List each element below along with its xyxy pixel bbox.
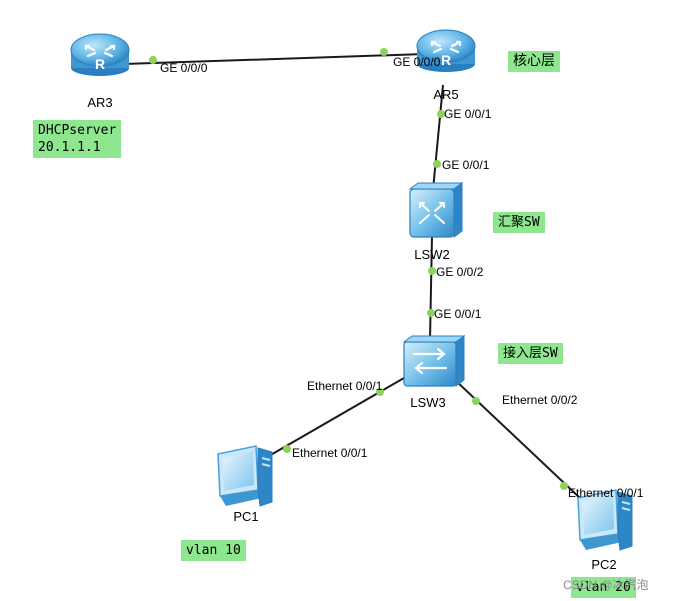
port-label-lsw3-ge001: GE 0/0/1 [434,307,482,321]
port-dot [428,267,436,275]
port-label-ar5-ge000: GE 0/0/0 [393,55,441,69]
port-dot [433,160,441,168]
port-label-ar5-ge001: GE 0/0/1 [444,107,492,121]
pc1-vlan-note: vlan 10 [181,540,246,561]
switch-lsw2[interactable] [408,182,464,238]
router-icon [69,32,131,78]
port-label-lsw2-ge002: GE 0/0/2 [436,265,484,279]
port-label-lsw2-ge001: GE 0/0/1 [442,158,490,172]
link-ar3-ar5 [124,53,426,65]
port-dot [376,388,384,396]
port-dot [283,445,291,453]
port-dot [149,56,157,64]
pc-icon [217,445,273,507]
port-label-pc1-eth001: Ethernet 0/0/1 [292,446,368,460]
dhcp-server-note-line: 20.1.1.1 [38,140,101,155]
pc2-vlan-note: vlan 20 [571,577,636,598]
aggregation-sw-note: 汇聚SW [493,212,545,233]
dhcp-server-note: DHCPserver 20.1.1.1 [33,120,122,158]
pc2-label: PC2 [591,557,616,572]
ar5-label: AR5 [433,87,458,102]
port-label-lsw3-eth002: Ethernet 0/0/2 [502,393,578,407]
pc1-label: PC1 [233,509,258,524]
port-dot [472,397,480,405]
port-dots [149,48,568,490]
dhcp-server-note-line: DHCPserver [38,123,117,138]
link-ar5-lsw2 [432,84,444,191]
watermark: CSDN @冰汽泡 [563,578,649,592]
port-dot [560,482,568,490]
lsw2-label: LSW2 [414,247,449,262]
port-dot [437,110,445,118]
access-switch-icon [402,335,466,387]
port-dot [427,309,435,317]
port-label-ar3-ge000: GE 0/0/0 [160,61,208,75]
core-layer-note: 核心层 [508,51,560,72]
port-label-lsw3-eth001: Ethernet 0/0/1 [307,379,383,393]
port-label-pc2-eth001: Ethernet 0/0/1 [568,486,644,500]
lsw3-label: LSW3 [410,395,445,410]
pc-pc1[interactable] [217,445,273,507]
access-layer-sw-note: 接入层SW [498,343,563,364]
ar3-label: AR3 [87,95,112,110]
switch-lsw3[interactable] [402,335,466,387]
aggregation-switch-icon [408,182,464,238]
link-lsw2-lsw3 [429,234,433,341]
port-dot [380,48,388,56]
router-ar3[interactable] [69,32,131,78]
